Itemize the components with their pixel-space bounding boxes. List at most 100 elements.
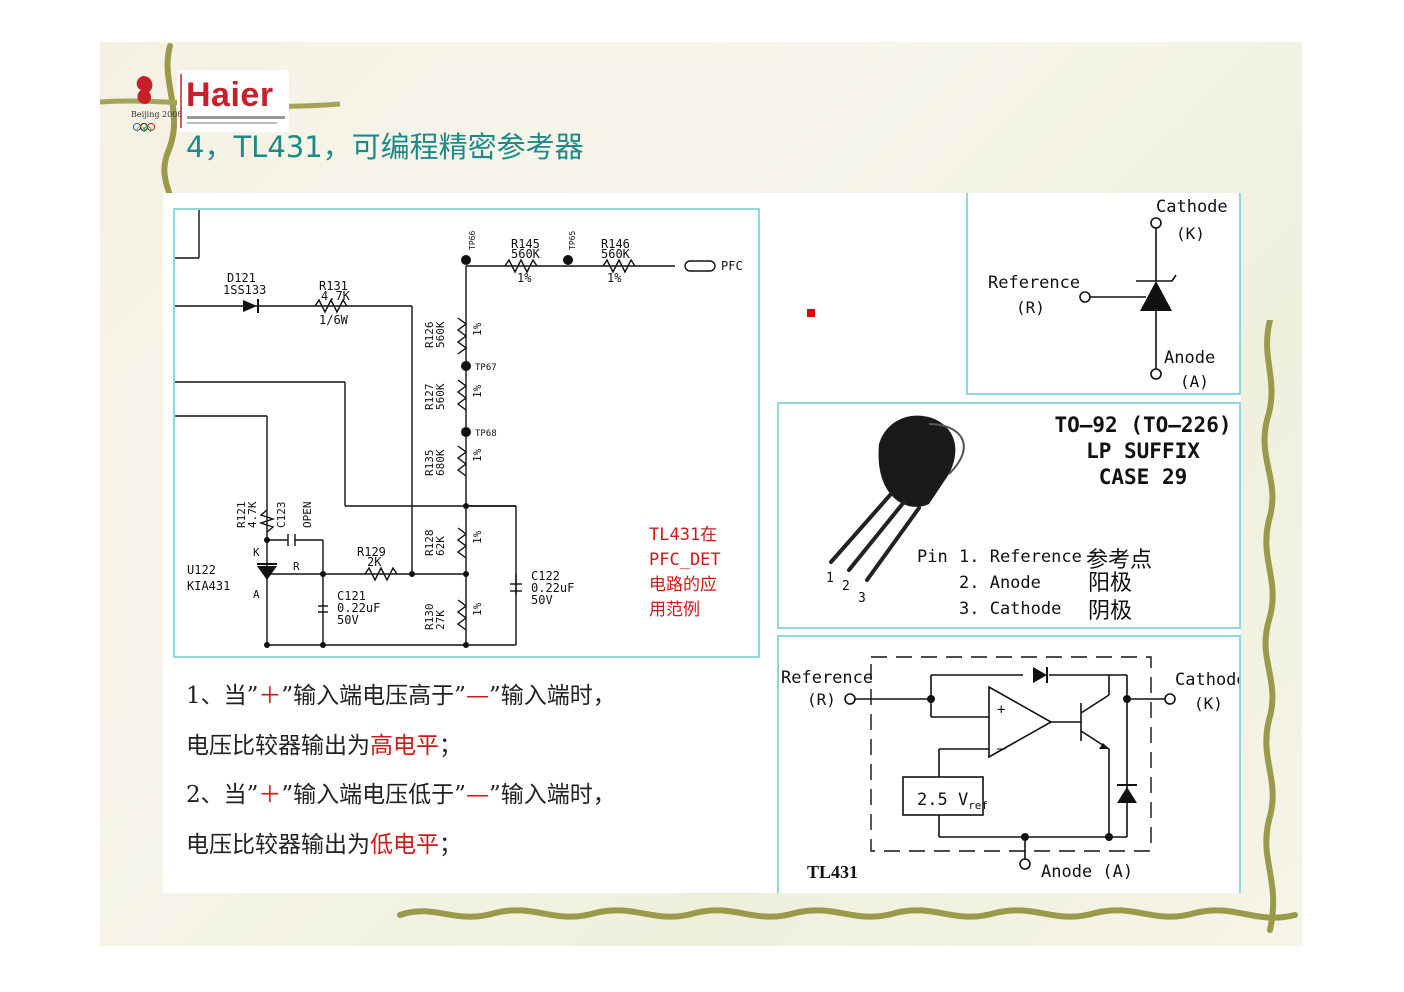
package-line-2: LP SUFFIX [1086,439,1200,463]
label-u122-part: KIA431 [187,579,230,593]
label-r131-val: 4.7K [321,289,351,303]
label-r146-tol: 1% [607,271,622,285]
label-r145: R145 [511,237,540,251]
label-r126-val: 560K [434,321,447,348]
label-d121-part: 1SS133 [223,283,266,297]
label-tp65: TP65 [568,231,577,250]
block-cathode-label: Cathode [1175,670,1239,690]
vine-decoration-bottom [397,907,1298,921]
package-line-1: TO–92 (TO–226) [1054,413,1231,437]
pin-number-2: 2 [842,579,850,594]
label-c121: C121 [337,589,366,603]
label-r121: R121 [235,502,248,529]
note-line-1: TL431在 [649,525,717,545]
symbol-reference-label: Reference [988,273,1080,293]
label-r131-w: 1/6W [319,313,349,327]
block-diagram-panel: Reference (R) Cathode (K) + – 2.5 Vref A… [777,635,1247,893]
note-line-3: 电路的应 [649,575,717,595]
block-anode-label: Anode (A) [1041,862,1133,882]
symbol-anode-a: (A) [1180,372,1209,391]
label-r135-val: 680K [434,449,447,476]
label-r128: R128 [423,530,436,557]
label-r127-tol: 1% [471,384,484,398]
label-c121-v: 50V [337,613,359,627]
label-r145-tol: 1% [517,271,532,285]
package-line-3: CASE 29 [1099,465,1188,489]
package-panel: 1 2 3 TO–92 (TO–226) LP SUFFIX CASE 29 P… [777,402,1241,629]
pin-number-1: 1 [826,571,834,586]
label-a: A [253,588,260,601]
label-u122: U122 [187,563,216,577]
pin-2-cn: 阳极 [1088,571,1132,596]
label-c122: C122 [531,569,560,583]
pin-1-label: 1. Reference [959,547,1082,567]
symbol-cathode-k: (K) [1176,224,1205,243]
schematic-panel: D121 1SS133 R131 4.7K 1/6W R145 560K 1% … [173,208,760,658]
block-part-label: TL431 [807,862,858,882]
label-d121: D121 [227,271,256,285]
symbol-cathode-label: Cathode [1156,197,1228,217]
pin-1-cn: 参考点 [1086,548,1152,573]
label-r135: R135 [423,450,436,477]
label-r130: R130 [423,604,436,631]
label-r121-val: 4.7K [246,501,259,528]
label-r130-tol: 1% [471,602,484,616]
label-r146-val: 560K [601,247,631,261]
label-r131: R131 [319,279,348,293]
pin-header: Pin [917,547,948,567]
label-c122-v: 50V [531,593,553,607]
label-c121-val: 0.22uF [337,601,380,615]
red-marker [807,309,815,317]
opamp-minus: – [997,741,1006,757]
label-r135-tol: 1% [471,448,484,462]
label-c122-val: 0.22uF [531,581,574,595]
pin-3-label: 3. Cathode [959,599,1061,619]
label-r: R [293,560,300,573]
label-r127: R127 [423,384,436,411]
note-line-3: 2、当”＋”输入端电压低于”—”输入端时， [186,782,616,808]
opamp-plus: + [997,702,1005,718]
brand-logo-text: Haier [186,76,274,114]
slide-title: 4，TL431，可编程精密参考器 [186,130,584,164]
schematic-diagram: D121 1SS133 R131 4.7K 1/6W R145 560K 1% … [175,210,743,648]
svg-text:Beijing 2008: Beijing 2008 [131,110,182,119]
symbol-reference-r: (R) [1016,298,1045,317]
pin-number-3: 3 [858,591,866,606]
label-r146: R146 [601,237,630,251]
block-reference-label: Reference [781,668,873,688]
olympic-logo: Beijing 2008 [131,70,289,132]
label-r145-val: 560K [511,247,541,261]
label-r129: R129 [357,545,386,559]
symbol-anode-label: Anode [1164,348,1215,368]
tl431-symbol: Cathode (K) Reference (R) Anode (A) [988,197,1228,391]
label-r128-tol: 1% [471,530,484,544]
note-line-2: 电压比较器输出为高电平； [186,732,462,759]
label-r127-val: 560K [434,383,447,410]
label-k: K [253,546,260,559]
label-pfc: PFC [721,259,743,273]
symbol-panel: Cathode (K) Reference (R) Anode (A) [966,193,1241,395]
to92-package: 1 2 3 TO–92 (TO–226) LP SUFFIX CASE 29 P… [826,413,1232,624]
pin-2-label: 2. Anode [959,573,1041,593]
block-reference-r: (R) [807,690,836,709]
pin-3-cn: 阴极 [1088,599,1132,624]
label-r126-tol: 1% [471,322,484,336]
note-line-2: PFC_DET [649,550,721,570]
note-line-4: 用范例 [649,600,700,620]
label-tp68: TP68 [475,429,497,439]
label-c123-val: OPEN [301,502,314,529]
label-r129-val: 2K [367,555,382,569]
label-r130-val: 27K [434,610,447,630]
note-line-4: 电压比较器输出为低电平； [186,831,462,858]
note-line-1: 1、当”＋”输入端电压高于”—”输入端时， [186,683,616,709]
label-tp67: TP67 [475,363,497,373]
label-r126: R126 [423,322,436,349]
vref-label: 2.5 Vref [917,790,988,812]
block-cathode-k: (K) [1194,694,1223,713]
label-tp66: TP66 [468,231,477,250]
explanation-text: 1、当”＋”输入端电压高于”—”输入端时， 电压比较器输出为高电平； 2、当”＋… [186,672,616,870]
tl431-block-diagram: Reference (R) Cathode (K) + – 2.5 Vref A… [781,656,1247,882]
label-c123: C123 [275,502,288,529]
label-r128-val: 62K [434,536,447,556]
vine-decoration-right [1261,320,1277,933]
